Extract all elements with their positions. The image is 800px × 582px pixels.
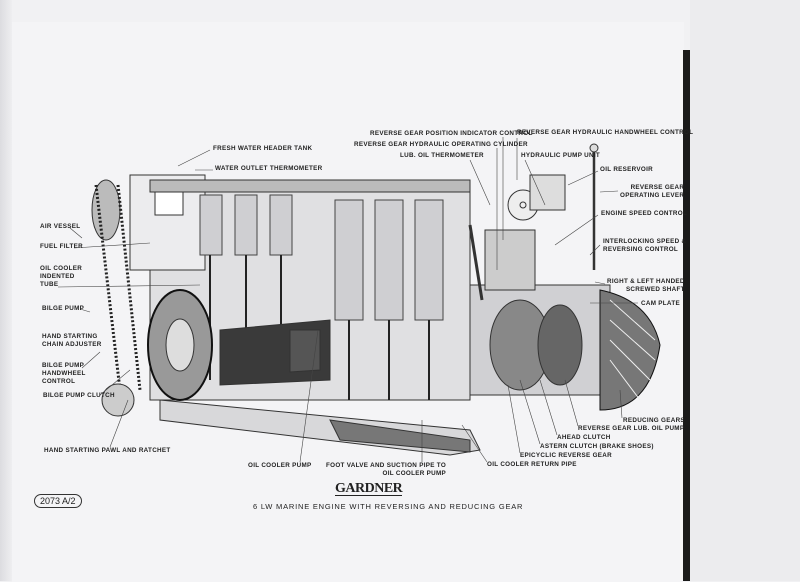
label-line: TUBE [40, 281, 59, 288]
label-oil-cooler-return-pipe: OIL COOLER RETURN PIPE [487, 461, 577, 468]
label-line: HANDWHEEL [42, 370, 86, 377]
label-line: CHAIN ADJUSTER [42, 341, 102, 348]
label-hand-starting-pawl: HAND STARTING PAWL AND RATCHET [44, 447, 171, 454]
label-oil-reservoir: OIL RESERVOIR [600, 166, 654, 173]
label-oil-cooler-indented-tube: OIL COOLER INDENTED TUBE [40, 265, 82, 289]
page-edge-strip [683, 50, 690, 581]
label-line: SCREWED SHAFT [625, 286, 685, 293]
label-reverse-gear-lub-oil-pump: REVERSE GEAR LUB. OIL PUMP [578, 425, 685, 432]
label-line: INTERLOCKING SPEED & [603, 238, 687, 245]
label-cam-plate: CAM PLATE [641, 300, 680, 307]
label-line: INDENTED [40, 273, 75, 280]
drawing-number: 2073 A/2 [34, 494, 82, 508]
label-hydraulic-pump-unit: HYDRAULIC PUMP UNIT [521, 152, 601, 159]
label-foot-valve: FOOT VALVE AND SUCTION PIPE TO OIL COOLE… [326, 462, 446, 478]
label-oil-cooler-pump: OIL COOLER PUMP [248, 462, 312, 469]
label-screwed-shaft: RIGHT & LEFT HANDED SCREWED SHAFT [607, 278, 685, 294]
label-line: OPERATING LEVER [620, 192, 685, 199]
label-reverse-gear-hydraulic-cylinder: REVERSE GEAR HYDRAULIC OPERATING CYLINDE… [354, 141, 528, 148]
label-bilge-pump-handwheel-control: BILGE PUMP HANDWHEEL CONTROL [42, 362, 86, 386]
gardner-logo: GARDNER [335, 481, 403, 496]
label-line: OIL COOLER PUMP [382, 470, 447, 477]
label-hand-starting-chain-adjuster: HAND STARTING CHAIN ADJUSTER [42, 333, 102, 349]
label-line: CONTROL [42, 378, 76, 385]
label-reverse-gear-handwheel-control: REVERSE GEAR HYDRAULIC HANDWHEEL CONTROL [517, 129, 694, 136]
label-fuel-filter: FUEL FILTER [40, 243, 83, 250]
label-line: FOOT VALVE AND SUCTION PIPE TO [326, 462, 447, 469]
label-ahead-clutch: AHEAD CLUTCH [557, 434, 611, 441]
label-interlocking-control: INTERLOCKING SPEED & REVERSING CONTROL [603, 238, 686, 254]
label-line: HAND STARTING [42, 333, 98, 340]
label-reverse-gear-position-indicator: REVERSE GEAR POSITION INDICATOR CONTROL [370, 130, 533, 137]
label-air-vessel: AIR VESSEL [40, 223, 81, 230]
label-line: REVERSE GEAR [630, 184, 685, 191]
label-line: RIGHT & LEFT HANDED [607, 278, 685, 285]
label-line: REVERSING CONTROL [603, 246, 679, 253]
label-line: BILGE PUMP [42, 362, 85, 369]
label-bilge-pump: BILGE PUMP [42, 305, 85, 312]
drawing-caption: 6 LW MARINE ENGINE WITH REVERSING AND RE… [253, 502, 524, 511]
adjacent-page [690, 0, 800, 581]
label-epicyclic-reverse-gear: EPICYCLIC REVERSE GEAR [520, 452, 612, 459]
label-astern-clutch: ASTERN CLUTCH (BRAKE SHOES) [540, 443, 654, 450]
label-engine-speed-control: ENGINE SPEED CONTROL [601, 210, 688, 217]
label-fresh-water-header-tank: FRESH WATER HEADER TANK [213, 145, 313, 152]
label-bilge-pump-clutch: BILGE PUMP CLUTCH [43, 392, 115, 399]
label-reverse-gear-operating-lever: REVERSE GEAR OPERATING LEVER [620, 184, 684, 200]
scan-edge-shadow [0, 0, 12, 581]
label-lub-oil-thermometer: LUB. OIL THERMOMETER [400, 152, 484, 159]
label-reducing-gears: REDUCING GEARS [623, 417, 685, 424]
label-water-outlet-thermometer: WATER OUTLET THERMOMETER [215, 165, 323, 172]
label-line: OIL COOLER [40, 265, 83, 272]
